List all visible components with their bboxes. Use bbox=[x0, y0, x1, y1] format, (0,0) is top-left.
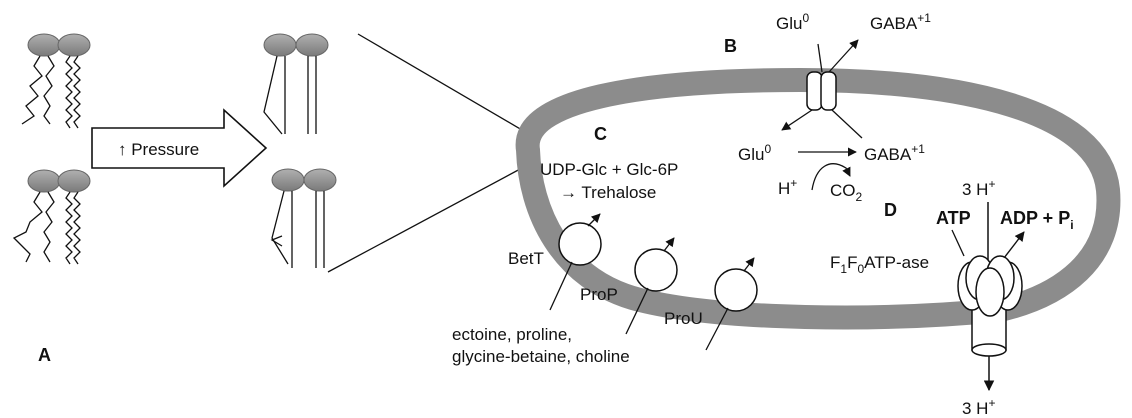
lipid-pair-bottom-compressed bbox=[270, 168, 337, 268]
zoom-line-bottom bbox=[327, 167, 523, 273]
atpase-name-label: F1F0ATP-ase bbox=[830, 253, 929, 276]
co2-label: CO2 bbox=[830, 181, 863, 204]
proton-co2-arrow bbox=[811, 163, 851, 191]
panel-label-a: A bbox=[38, 345, 51, 365]
lipid-pair-top-compressed bbox=[263, 33, 329, 135]
adp-label: ADP + Pi bbox=[1000, 208, 1074, 232]
panel-label-c: C bbox=[594, 124, 607, 144]
prop-label: ProP bbox=[580, 285, 618, 304]
proton-label: H+ bbox=[778, 176, 797, 198]
cell-membrane bbox=[515, 67, 1121, 330]
panel-label-d: D bbox=[884, 200, 897, 220]
adp-out-arrow bbox=[1003, 231, 1025, 259]
trehalose-reaction-line2: → Trehalose bbox=[560, 183, 656, 202]
pressure-arrow: ↑ Pressure bbox=[91, 108, 268, 188]
osmolytes-line1: ectoine, proline, bbox=[452, 325, 572, 344]
pressure-label: ↑ Pressure bbox=[118, 140, 199, 159]
atp-label: ATP bbox=[936, 208, 971, 228]
atp-in-line bbox=[951, 229, 965, 257]
trehalose-reaction-line1: UDP-Glc + Glc-6P bbox=[540, 160, 678, 179]
prou-label: ProU bbox=[664, 309, 703, 328]
gaba-inside-label: GABA+1 bbox=[864, 142, 925, 164]
osmolytes-line2: glycine-betaine, choline bbox=[452, 347, 630, 366]
gaba-outside-label: GABA+1 bbox=[870, 11, 931, 33]
zoom-line-top bbox=[357, 33, 523, 131]
lipid-pair-bottom-left bbox=[12, 169, 91, 265]
f1f0-atpase bbox=[957, 255, 1023, 392]
glu-outside-label: Glu0 bbox=[776, 11, 809, 33]
proton-top-label: 3 H+ bbox=[962, 177, 995, 199]
proton-bottom-label: 3 H+ bbox=[962, 396, 995, 418]
lipid-pair-top-left bbox=[21, 33, 91, 129]
panel-label-b: B bbox=[724, 36, 737, 56]
gaba-antiporter bbox=[781, 39, 863, 139]
transporter-bett bbox=[549, 213, 602, 311]
bett-label: BetT bbox=[508, 249, 544, 268]
transporter-prou bbox=[705, 257, 758, 351]
glu-inside-label: Glu0 bbox=[738, 142, 771, 164]
transporter-prop bbox=[625, 237, 678, 335]
